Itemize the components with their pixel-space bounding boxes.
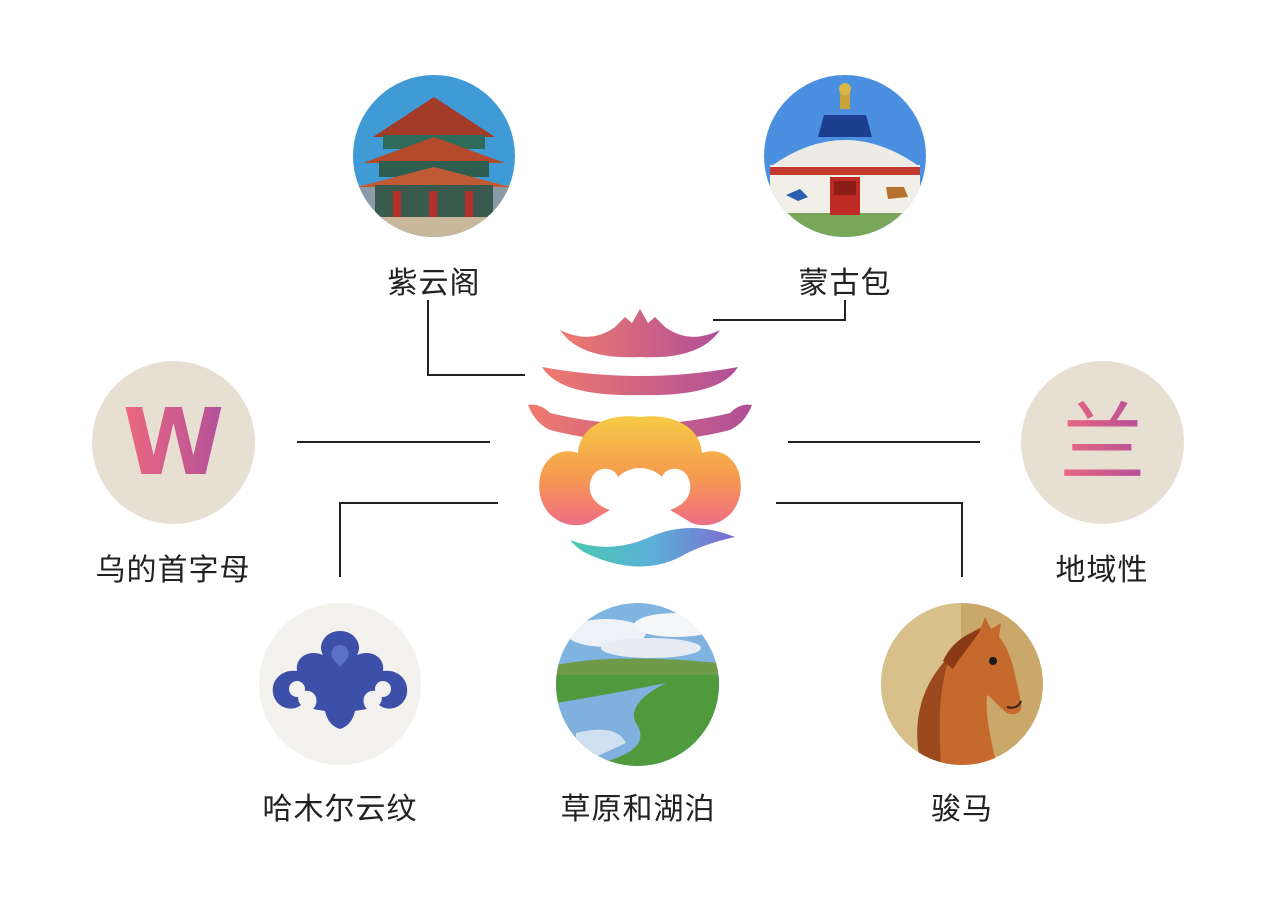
grassland-image	[556, 603, 719, 766]
ulanqab-logo-icon	[528, 309, 752, 567]
hamuer-label: 哈木尔云纹	[262, 792, 418, 827]
connector-horse	[776, 502, 963, 577]
lan-glyph-icon: 兰	[1060, 394, 1146, 494]
menggubao-label: 蒙古包	[798, 266, 892, 301]
cloud-pattern-icon	[259, 603, 421, 765]
yurt-icon	[764, 75, 926, 237]
menggubao-image	[764, 75, 926, 237]
regional-glyph: 兰	[1060, 394, 1146, 494]
regional-circle: 兰	[1021, 361, 1184, 524]
horse-icon	[881, 603, 1043, 765]
connector-ziyunge	[427, 300, 525, 376]
horse-image	[881, 603, 1043, 765]
wu-initial-label: 乌的首字母	[95, 553, 251, 588]
horse-label: 骏马	[931, 792, 993, 827]
grassland-lake-icon	[556, 603, 719, 766]
ziyunge-image	[353, 75, 515, 237]
connector-menggubao	[713, 300, 846, 321]
pavilion-icon	[353, 75, 515, 237]
ziyunge-label: 紫云阁	[387, 266, 481, 301]
connector-hamuer	[339, 502, 498, 577]
wu-initial-letter: W	[123, 389, 224, 496]
wu-initial-circle: W	[92, 361, 255, 524]
letter-w-icon: W	[123, 389, 224, 496]
hamuer-image	[259, 603, 421, 765]
grassland-label: 草原和湖泊	[560, 792, 716, 827]
regional-label: 地域性	[1055, 553, 1149, 588]
